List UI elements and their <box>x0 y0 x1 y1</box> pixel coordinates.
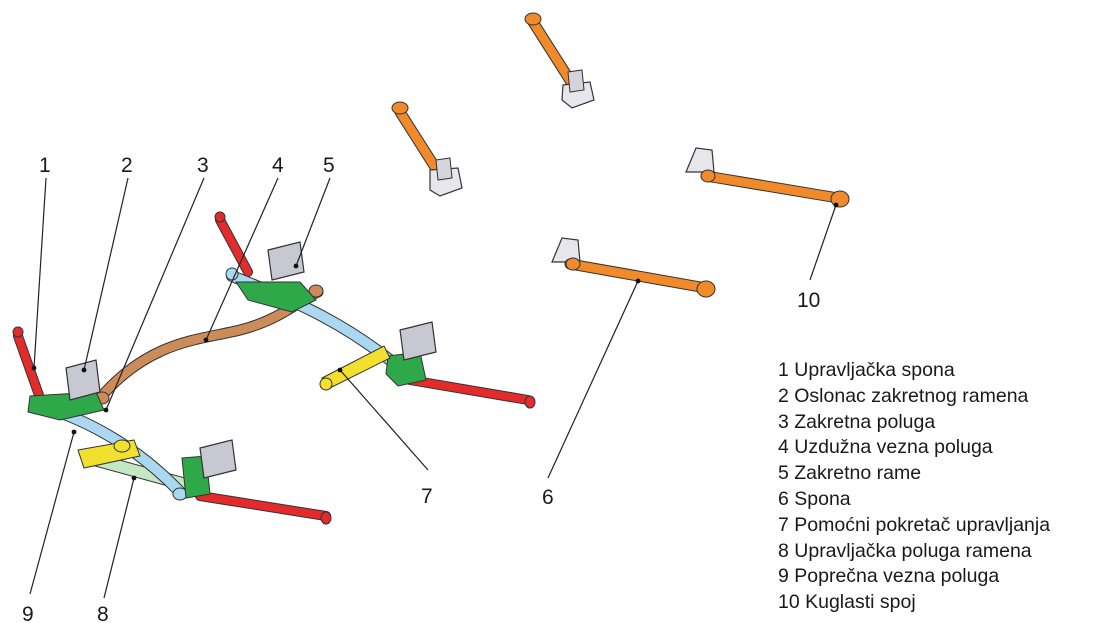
callout-1: 1 <box>39 154 51 177</box>
tie-rod-part-6 <box>551 237 716 298</box>
callout-7: 7 <box>421 485 433 508</box>
tie-rod-part-10 <box>685 147 850 208</box>
callout-9: 9 <box>22 603 34 623</box>
legend-item: 7 Pomoćni pokretač upravljanja <box>778 513 1051 536</box>
callout-numbers: 1 2 3 4 5 7 6 10 9 8 <box>22 154 820 623</box>
red-steering-rods <box>12 211 536 525</box>
legend-item: 6 Spona <box>778 487 851 510</box>
callout-8: 8 <box>97 603 109 623</box>
callout-5: 5 <box>323 154 335 177</box>
yellow-actuators <box>77 345 391 469</box>
parts-legend: 1 Upravljačka spona 2 Oslonac zakretnog … <box>778 358 1050 616</box>
legend-item: 5 Zakretno rame <box>778 462 922 485</box>
tie-rod-part-top <box>524 12 595 109</box>
legend-item: 4 Uzdužna vezna poluga <box>778 436 993 459</box>
legend-item: 2 Oslonac zakretnog ramena <box>778 384 1029 407</box>
callout-3: 3 <box>197 154 209 177</box>
legend-item: 3 Zakretna poluga <box>778 410 936 433</box>
callout-4: 4 <box>272 154 284 177</box>
callout-6: 6 <box>542 486 554 509</box>
legend-item: 9 Poprečna vezna poluga <box>778 565 1000 588</box>
grey-brackets <box>65 241 437 479</box>
tie-rod-part-upper-left <box>391 101 463 197</box>
callout-2: 2 <box>121 154 133 177</box>
leader-lines <box>29 177 839 599</box>
legend-item: 8 Upravljačka poluga ramena <box>778 539 1032 562</box>
callout-10: 10 <box>797 289 820 312</box>
green-swing-arms <box>27 281 427 499</box>
legend-item: 10 Kuglasti spoj <box>778 591 916 614</box>
legend-item: 1 Upravljačka spona <box>778 359 955 381</box>
